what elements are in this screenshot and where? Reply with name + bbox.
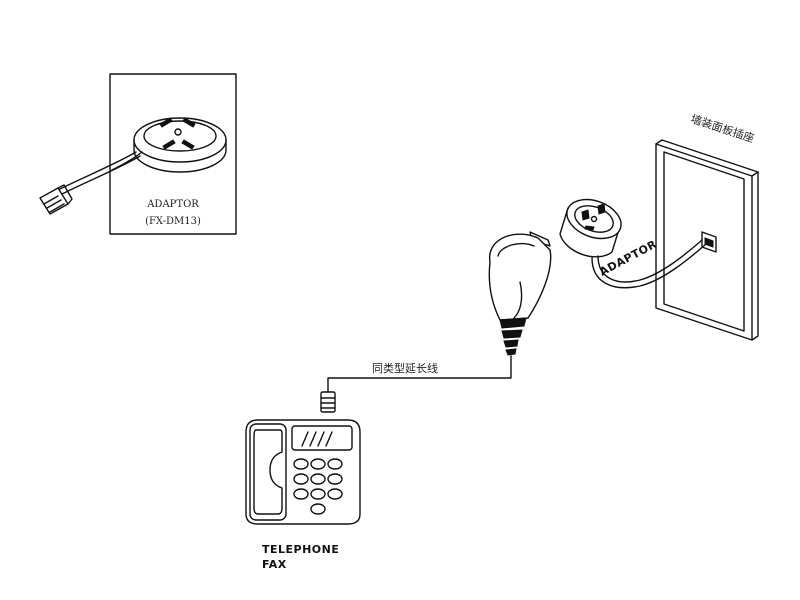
adaptor-to-wall-cord (591, 243, 707, 289)
inset-rj11-plug-icon (39, 184, 73, 215)
inset-adaptor-icon (111, 117, 227, 173)
wall-plate: 墙装面板插座 (655, 112, 759, 341)
extension-plug (488, 231, 552, 356)
adaptor-to-wall-cord-2 (597, 239, 703, 283)
device-label-fax: FAX (262, 558, 287, 571)
cable-rj11-plug-icon (320, 391, 336, 413)
extension-cable (327, 355, 512, 393)
telephone-icon (245, 419, 361, 525)
wall-jack-icon (701, 231, 717, 253)
wall-plate-label: 墙装面板插座 (689, 112, 756, 146)
inset-cable-shadow (57, 151, 137, 191)
device-label-telephone: TELEPHONE (262, 543, 339, 556)
inset-cable (61, 155, 141, 195)
inset-frame (109, 73, 237, 235)
adaptor-inset: ADAPTOR (FX-DM13) (39, 73, 237, 235)
main-adaptor: ADAPTOR (559, 198, 659, 279)
extension-cable-label: 同类型延长线 (372, 361, 438, 375)
inset-model: (FX-DM13) (145, 216, 201, 227)
inset-title: ADAPTOR (146, 199, 199, 210)
